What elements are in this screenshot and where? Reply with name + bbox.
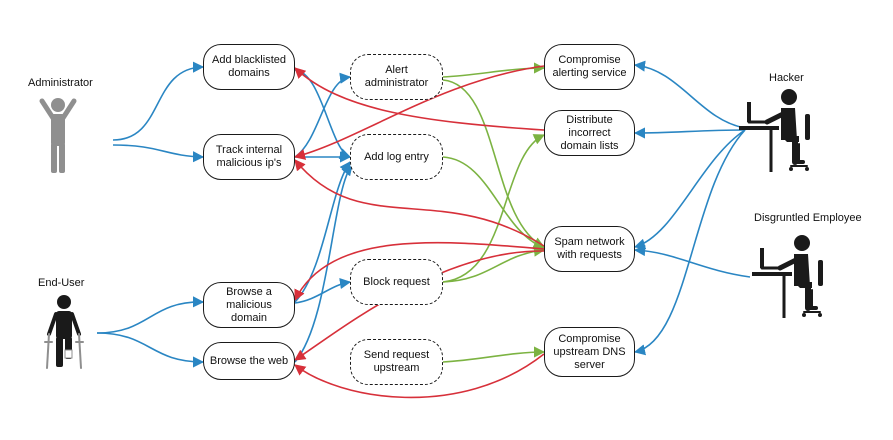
use-case-browse-web[interactable]: Browse the web	[203, 342, 295, 380]
actor-label-administrator: Administrator	[28, 77, 93, 89]
action-label: Add log entry	[364, 150, 429, 163]
edge-browse-malicious-to-block	[294, 277, 352, 304]
threat-label: Compromise alerting service	[552, 54, 627, 79]
edge-track-to-alert	[294, 72, 352, 158]
action-label: Send request upstream	[363, 349, 430, 374]
edge-admin-to-track-ips	[112, 144, 205, 163]
edge-admin-to-add-blacklist	[112, 61, 205, 141]
edge-alert-to-compromise-alerting	[442, 62, 546, 78]
edge-browse-web-to-log	[294, 164, 353, 363]
edge-spam-to-browse-malicious	[294, 241, 545, 302]
threat-label: Compromise upstream DNS server	[553, 332, 626, 371]
action-alert-administrator[interactable]: Alert administrator	[350, 54, 443, 100]
action-label: Alert administrator	[364, 64, 429, 89]
threat-label: Distribute incorrect domain lists	[560, 113, 619, 152]
use-case-add-blacklisted-domains[interactable]: Add blacklisted domains	[203, 44, 295, 90]
edge-hacker-to-compromise-dns	[633, 129, 746, 356]
use-case-label: Add blacklisted domains	[212, 54, 286, 79]
edge-hacker-to-compromise-alerting	[633, 60, 746, 129]
disgruntled-employee-figure-icon	[752, 235, 823, 318]
edge-compromise-alerting-to-track	[293, 65, 545, 160]
edge-distribute-lists-to-add-blacklist	[294, 67, 545, 131]
use-case-track-internal-ips[interactable]: Track internal malicious ip's	[203, 134, 295, 180]
edge-send-upstream-to-compromise-dns	[442, 346, 546, 363]
edge-compromise-dns-to-browse-web	[294, 353, 545, 399]
administrator-figure-icon	[39, 98, 77, 173]
end-user-figure-icon	[44, 295, 84, 369]
edge-block-to-spam	[442, 245, 546, 283]
action-send-request-upstream[interactable]: Send request upstream	[350, 339, 443, 385]
action-block-request[interactable]: Block request	[350, 259, 443, 305]
edge-hacker-to-spam	[633, 129, 746, 250]
threat-label: Spam network with requests	[554, 236, 625, 261]
edge-log-to-spam	[442, 156, 546, 250]
threat-distribute-incorrect-domain-lists[interactable]: Distribute incorrect domain lists	[544, 110, 635, 156]
edge-employee-to-spam	[633, 244, 751, 278]
actor-label-end-user: End-User	[38, 277, 85, 289]
edge-enduser-to-browse-malicious	[96, 296, 205, 334]
use-case-label: Track internal malicious ip's	[215, 144, 283, 169]
edge-browse-malicious-to-log	[294, 161, 351, 303]
use-case-label: Browse the web	[209, 354, 289, 367]
threat-spam-network[interactable]: Spam network with requests	[544, 226, 635, 272]
hacker-figure-icon	[739, 89, 810, 172]
edge-spam-to-track	[294, 159, 545, 247]
use-case-label: Browse a malicious domain	[226, 285, 272, 324]
action-label: Block request	[363, 275, 430, 288]
actor-label-disgruntled-employee: Disgruntled Employee	[754, 212, 862, 224]
action-add-log-entry[interactable]: Add log entry	[350, 134, 443, 180]
use-case-browse-malicious-domain[interactable]: Browse a malicious domain	[203, 282, 295, 328]
edge-hacker-to-distribute-lists	[633, 127, 746, 139]
actor-label-hacker: Hacker	[769, 72, 804, 84]
edge-enduser-to-browse-web	[96, 332, 205, 368]
edge-block-to-distribute-lists	[442, 134, 546, 283]
threat-compromise-alerting-service[interactable]: Compromise alerting service	[544, 44, 635, 90]
threat-compromise-upstream-dns[interactable]: Compromise upstream DNS server	[544, 327, 635, 377]
